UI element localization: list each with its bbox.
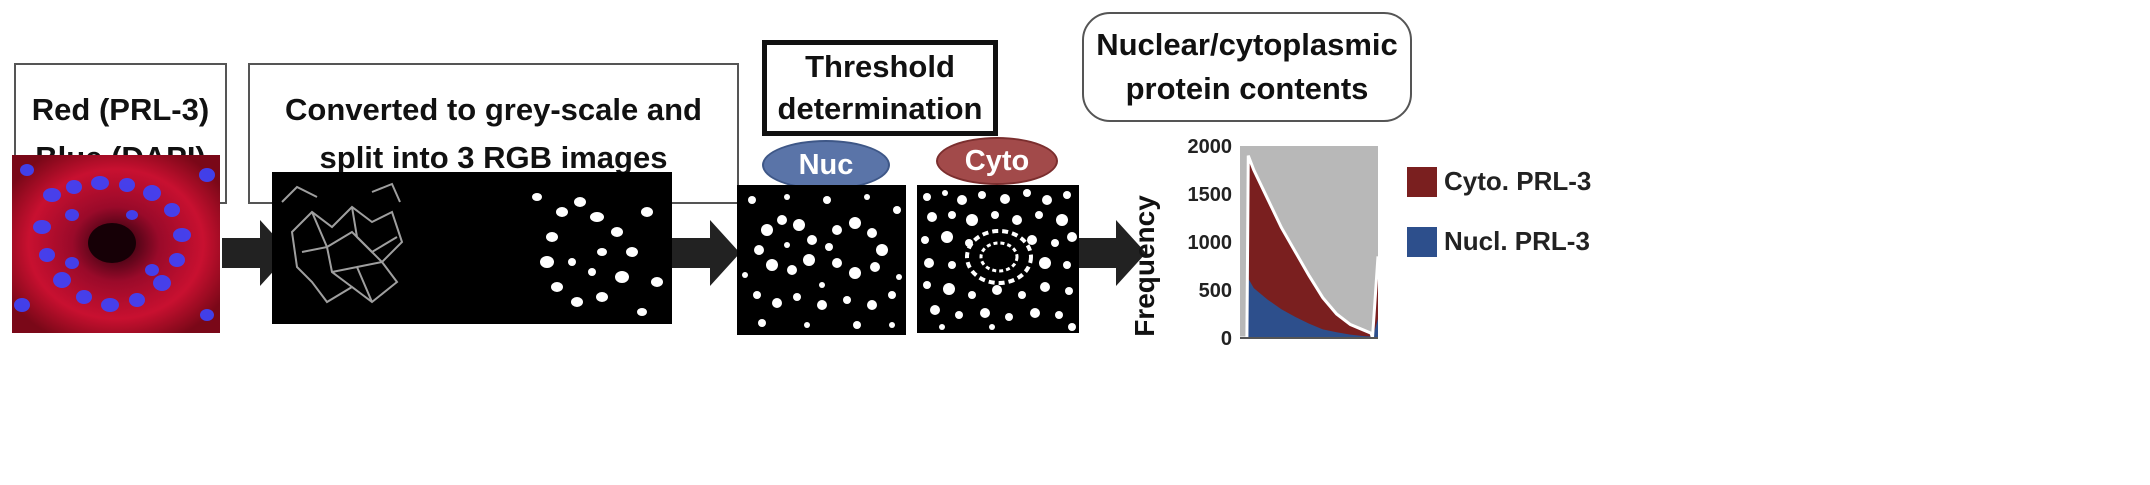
nuc-label: Nuc <box>762 140 890 190</box>
frequency-chart: Frequency 2000 1500 1000 500 0 <box>1124 138 1394 350</box>
box3-line2: determination <box>778 88 983 130</box>
y-tick-label: 1500 <box>1188 184 1233 206</box>
legend-swatch-cyto <box>1407 167 1437 197</box>
y-tick-label: 2000 <box>1188 138 1233 158</box>
nuc-threshold-image <box>737 185 906 335</box>
fluorescence-image <box>12 155 220 333</box>
box2-line1: Converted to grey-scale and <box>285 86 702 134</box>
box3-line1: Threshold <box>805 46 955 88</box>
y-tick-label: 0 <box>1221 328 1232 350</box>
cyto-text: Cyto <box>965 145 1029 178</box>
greyscale-split-image <box>272 172 672 324</box>
legend-swatch-nucl <box>1407 227 1437 257</box>
y-axis-label: Frequency <box>1129 195 1160 337</box>
box4-line2: protein contents <box>1126 67 1369 111</box>
legend-label-nucl: Nucl. PRL-3 <box>1444 226 1590 257</box>
label-box-protein-contents: Nuclear/cytoplasmic protein contents <box>1082 12 1412 122</box>
legend-label-cyto: Cyto. PRL-3 <box>1444 166 1591 197</box>
box4-line1: Nuclear/cytoplasmic <box>1096 23 1398 67</box>
arrow-icon <box>672 218 742 288</box>
y-tick-label: 1000 <box>1188 232 1233 254</box>
nuc-text: Nuc <box>799 149 854 182</box>
cyto-label: Cyto <box>936 137 1058 185</box>
label-box-threshold: Threshold determination <box>762 40 998 136</box>
box1-line1: Red (PRL-3) <box>32 86 209 134</box>
y-tick-label: 500 <box>1199 280 1232 302</box>
cyto-threshold-image <box>917 185 1079 333</box>
